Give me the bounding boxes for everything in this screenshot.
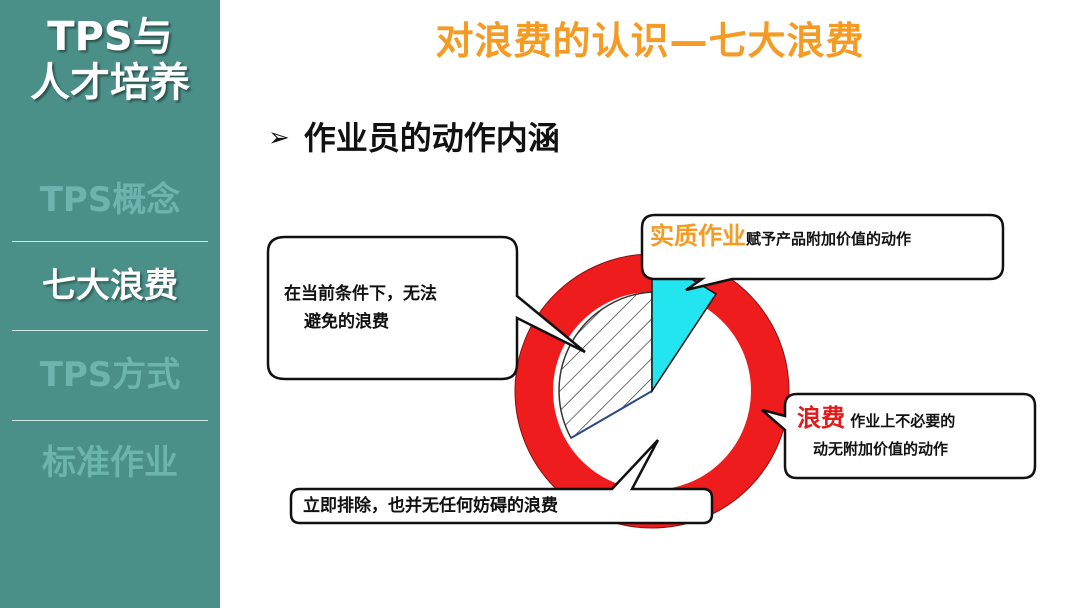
callout-right-line2: 动无附加价值的动作 [813,440,949,458]
sidebar-item-seven-wastes[interactable]: 七大浪费 [42,266,178,306]
sidebar-title: TPS与 人才培养 [0,14,220,106]
sidebar-divider [12,241,208,242]
bullet-text: 作业员的动作内涵 [303,119,560,157]
callout-left-text: 在当前条件下，无法 避免的浪费 [284,280,437,336]
sidebar-item-standard-work[interactable]: 标准作业 [42,443,178,483]
arrow-bullet-icon: ➢ [268,123,290,153]
sidebar-divider [12,420,208,421]
callout-left [266,235,586,381]
callout-left-line2: 避免的浪费 [304,312,389,332]
page-title: 对浪费的认识—七大浪费 [435,19,865,63]
bullet-heading: ➢ 作业员的动作内涵 [268,113,560,159]
callout-right-line1: 作业上不必要的 [850,412,956,430]
callout-top-right-text: 实质作业赋予产品附加价值的动作 [650,224,995,252]
callout-right-text: 浪费 作业上不必要的 动无附加价值的动作 [797,404,955,463]
callout-bottom [289,439,714,525]
sidebar-title-line1: TPS与 [47,14,173,60]
callout-left-line1: 在当前条件下，无法 [284,284,437,304]
waste-label: 浪费 [797,404,845,432]
sidebar-title-line2: 人才培养 [30,60,190,106]
sidebar-item-tps-concept[interactable]: TPS概念 [39,180,181,220]
value-work-label: 实质作业 [650,222,746,250]
sidebar: TPS与 人才培养 TPS概念 七大浪费 TPS方式 标准作业 [0,0,220,608]
sector-divider [570,390,653,439]
sidebar-divider [12,330,208,331]
callout-right [761,392,1037,480]
callout-bottom-text: 立即排除，也并无任何妨碍的浪费 [303,496,558,516]
value-work-desc: 赋予产品附加价值的动作 [746,230,912,248]
callout-top-right [640,213,1005,292]
sidebar-item-tps-method[interactable]: TPS方式 [39,355,181,395]
